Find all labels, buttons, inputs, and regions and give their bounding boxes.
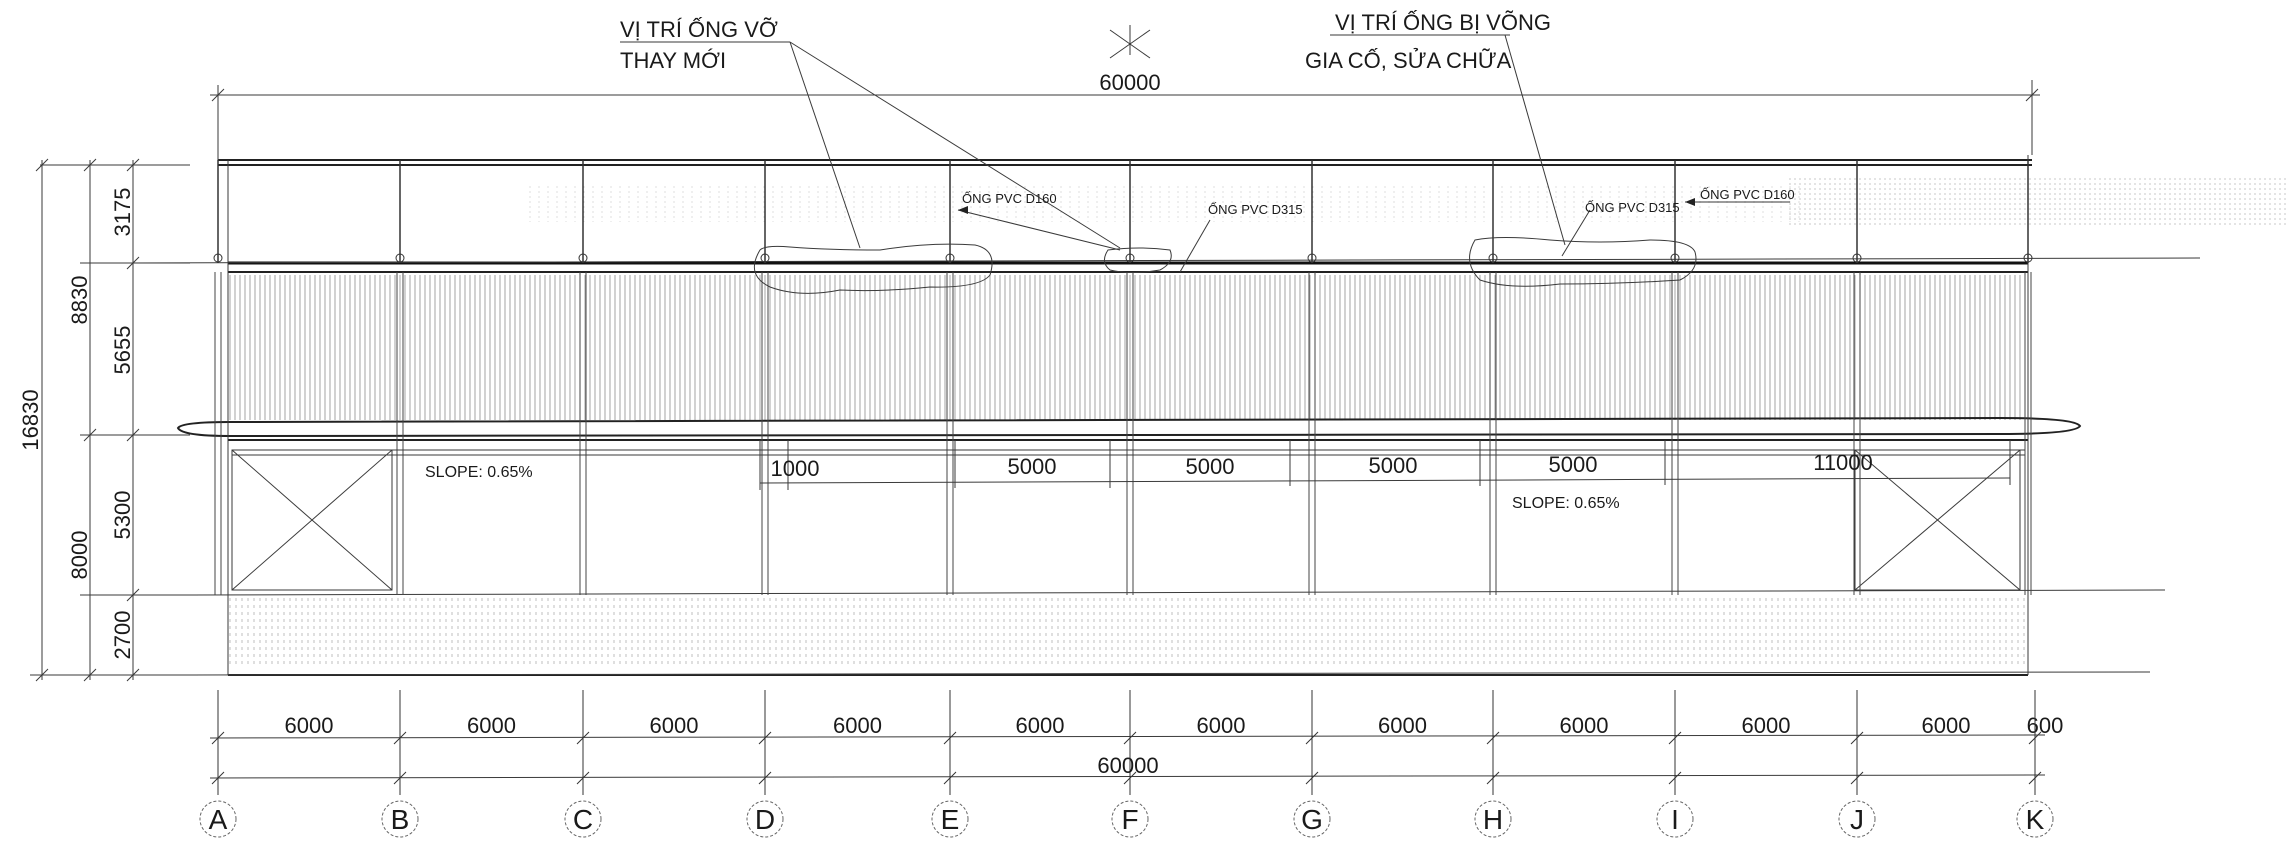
- revision-cloud-pipe-joint: [1104, 247, 1172, 273]
- bay-dimension: 6000: [1378, 713, 1427, 738]
- grid-bubble: [1474, 800, 1512, 838]
- grid-bubble: [1656, 800, 1694, 838]
- grid-bubble: [564, 800, 602, 838]
- grid-label: E: [941, 804, 960, 835]
- revision-cloud-sagging-pipe: [1469, 237, 1697, 287]
- sagging-pipe-callout-line2: GIA CỐ, SỬA CHỮA: [1305, 47, 1512, 73]
- interior-dimension-lines: [759, 440, 2011, 490]
- right-hatch-extension: [529, 178, 2286, 228]
- top-overall-dimension: 60000: [1099, 70, 1160, 95]
- pipe-label-pvc-d315-left: ỐNG PVC D315: [1208, 202, 1303, 217]
- grid-bubble: [746, 800, 784, 838]
- grid-bubble: [1111, 800, 1149, 838]
- revision-cloud-broken-pipe: [753, 243, 993, 294]
- grid-label: H: [1483, 804, 1503, 835]
- slope-note-right: SLOPE: 0.65%: [1512, 495, 1620, 512]
- cross-bracing: [231, 449, 2021, 591]
- bay-dimension: 6000: [1560, 713, 1609, 738]
- bottom-overall-dimension: 60000: [1097, 753, 1158, 778]
- grid-label: D: [755, 804, 775, 835]
- roof-hatch-upper: [229, 275, 2021, 420]
- dim-11000: 11000: [1813, 450, 1873, 475]
- grid-bubble: [1293, 800, 1331, 838]
- north-arrow-symbol: [1109, 25, 1151, 59]
- dim-5000-b: 5000: [1186, 454, 1235, 479]
- slope-note-left: SLOPE: 0.65%: [425, 464, 533, 481]
- dim-2700: 2700: [110, 611, 135, 660]
- bay-dimension: 600: [2027, 713, 2064, 738]
- columns: [213, 160, 2033, 595]
- grid-label: F: [1121, 804, 1138, 835]
- dim-3175: 3175: [110, 188, 135, 237]
- grid-bubble: [1838, 800, 1876, 838]
- dim-5000-c: 5000: [1369, 453, 1418, 478]
- floor-hatch-lower: [229, 598, 2025, 668]
- pipe-label-pvc-d315-right: ỐNG PVC D315: [1585, 200, 1680, 215]
- grid-label: G: [1301, 804, 1323, 835]
- bay-dimension: 6000: [1922, 713, 1971, 738]
- bay-dimension: 6000: [1016, 713, 1065, 738]
- bay-dimension: 6000: [650, 713, 699, 738]
- bay-dimension: 6000: [1742, 713, 1791, 738]
- pipe-label-pvc-d160-right: ỐNG PVC D160: [1700, 187, 1795, 202]
- dim-8830: 8830: [67, 276, 92, 325]
- grid-label: B: [391, 804, 410, 835]
- broken-pipe-callout-line1: VỊ TRÍ ỐNG VỠ: [620, 16, 778, 42]
- bay-dimension: 6000: [285, 713, 334, 738]
- grid-label: I: [1671, 804, 1679, 835]
- lower-beam: [232, 449, 2025, 456]
- grid-axis-labels: A B C D E F G H I J K: [199, 800, 2054, 838]
- grid-bubble: [199, 800, 237, 838]
- grid-label: K: [2026, 804, 2045, 835]
- top-overall-dimension-line: [210, 80, 2040, 160]
- dim-8000: 8000: [67, 531, 92, 580]
- dim-5300: 5300: [110, 491, 135, 540]
- grid-label: J: [1850, 804, 1864, 835]
- bay-dimension: 6000: [833, 713, 882, 738]
- bay-dimension: 6000: [467, 713, 516, 738]
- left-dimension-chain: [30, 158, 190, 682]
- grid-label: C: [573, 804, 593, 835]
- dim-5000-a: 5000: [1008, 454, 1057, 479]
- grid-bubble: [381, 800, 419, 838]
- grid-label: A: [209, 804, 228, 835]
- bay-dimension: 6000: [1197, 713, 1246, 738]
- bottom-bay-dimensions: 6000 6000 6000 6000 6000 6000 6000 6000 6000 6000…: [209, 690, 2064, 795]
- dim-5000-d: 5000: [1549, 452, 1598, 477]
- callout-leaders: [620, 34, 1790, 273]
- dim-1000: 1000: [771, 456, 820, 481]
- pipe-label-pvc-d160-left: ỐNG PVC D160: [962, 191, 1057, 206]
- grid-bubble: [2016, 800, 2054, 838]
- grid-bubble: [931, 800, 969, 838]
- dim-5655: 5655: [110, 326, 135, 375]
- sagging-pipe-callout-line1: VỊ TRÍ ỐNG BỊ VÕNG: [1335, 9, 1551, 35]
- broken-pipe-callout-line2: THAY MỚI: [620, 48, 726, 73]
- dim-16830: 16830: [18, 389, 43, 450]
